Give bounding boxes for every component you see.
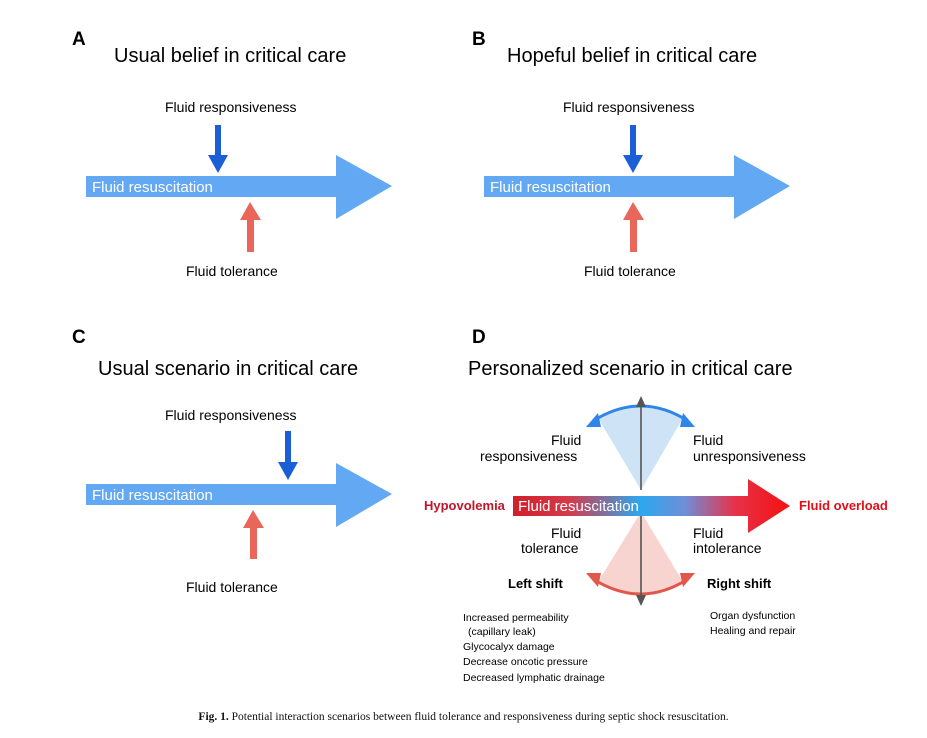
tolerance-up-arrow	[243, 510, 264, 559]
panel-d-title: Personalized scenario in critical care	[468, 358, 793, 380]
pivot-arrowhead-up	[636, 396, 646, 407]
left-shift-item: Glycocalyx damage	[463, 641, 555, 653]
arc-arrowhead-right	[680, 573, 695, 587]
fluid-responsiveness-label: Fluid responsiveness	[563, 99, 695, 115]
fluid-resuscitation-arrow	[86, 463, 392, 527]
fluid-resuscitation-gradient-arrow	[513, 479, 790, 533]
hypovolemia-label: Hypovolemia	[424, 498, 506, 513]
tolerance-up-arrow	[623, 202, 644, 252]
fluid-resuscitation-arrow	[86, 155, 392, 219]
fluid-resuscitation-label: Fluid resuscitation	[92, 179, 213, 196]
figure: A Usual belief in critical care Fluid re…	[72, 29, 888, 684]
caption-label: Fig. 1.	[198, 711, 229, 723]
fluid-tolerance-label: Fluid tolerance	[186, 579, 278, 595]
fluid-responsiveness-label: Fluid responsiveness	[165, 407, 297, 423]
fluid-resuscitation-arrow	[484, 155, 790, 219]
fluid-tolerance-label: Fluid tolerance	[186, 263, 278, 279]
right-shift-item: Organ dysfunction	[710, 610, 795, 622]
fluid-resuscitation-label: Fluid resuscitation	[490, 179, 611, 196]
responsiveness-down-arrow	[278, 431, 298, 480]
pivot-arrowhead-down	[636, 595, 646, 606]
panel-a-title: Usual belief in critical care	[114, 45, 346, 67]
fluid-tolerance-line1: Fluid	[551, 525, 581, 541]
responsiveness-down-arrow	[623, 125, 643, 173]
fluid-resuscitation-label: Fluid resuscitation	[518, 498, 639, 515]
responsiveness-down-arrow	[208, 125, 228, 173]
left-shift-item: Decrease oncotic pressure	[463, 656, 588, 668]
panel-b-title: Hopeful belief in critical care	[507, 45, 757, 67]
fluid-responsiveness-label: Fluid responsiveness	[165, 99, 297, 115]
right-shift-item: Healing and repair	[710, 625, 796, 637]
figure-caption: Fig. 1. Potential interaction scenarios …	[0, 711, 927, 723]
arc-arrowhead-right	[680, 413, 695, 427]
fluid-intolerance-line2: intolerance	[693, 540, 762, 556]
fluid-overload-label: Fluid overload	[799, 498, 888, 513]
fluid-responsiveness-line2: responsiveness	[480, 448, 577, 464]
arc-arrowhead-left	[586, 413, 601, 427]
fluid-tolerance-label: Fluid tolerance	[584, 263, 676, 279]
panel-c-title: Usual scenario in critical care	[98, 358, 358, 380]
panel-letter-d: D	[472, 327, 486, 348]
right-shift-label: Right shift	[707, 576, 772, 591]
left-shift-label: Left shift	[508, 576, 564, 591]
panel-letter-a: A	[72, 29, 86, 50]
fluid-tolerance-line2: tolerance	[521, 540, 579, 556]
panel-b: B Hopeful belief in critical care Fluid …	[472, 29, 790, 279]
fluid-unresponsiveness-line2: unresponsiveness	[693, 448, 806, 464]
panel-a: A Usual belief in critical care Fluid re…	[72, 29, 392, 279]
panel-letter-b: B	[472, 29, 486, 50]
panel-letter-c: C	[72, 327, 86, 348]
caption-text: Potential interaction scenarios between …	[228, 711, 729, 723]
fluid-resuscitation-label: Fluid resuscitation	[92, 487, 213, 504]
left-shift-item: (capillary leak)	[468, 626, 536, 638]
left-shift-item: Decreased lymphatic drainage	[463, 672, 605, 684]
arc-arrowhead-left	[586, 573, 601, 587]
fluid-responsiveness-line1: Fluid	[551, 432, 581, 448]
fluid-unresponsiveness-line1: Fluid	[693, 432, 723, 448]
fluid-intolerance-line1: Fluid	[693, 525, 723, 541]
panel-c: C Usual scenario in critical care Fluid …	[72, 327, 392, 595]
tolerance-up-arrow	[240, 202, 261, 252]
left-shift-item: Increased permeability	[463, 612, 569, 624]
panel-d: D Personalized scenario in critical care…	[424, 327, 888, 684]
